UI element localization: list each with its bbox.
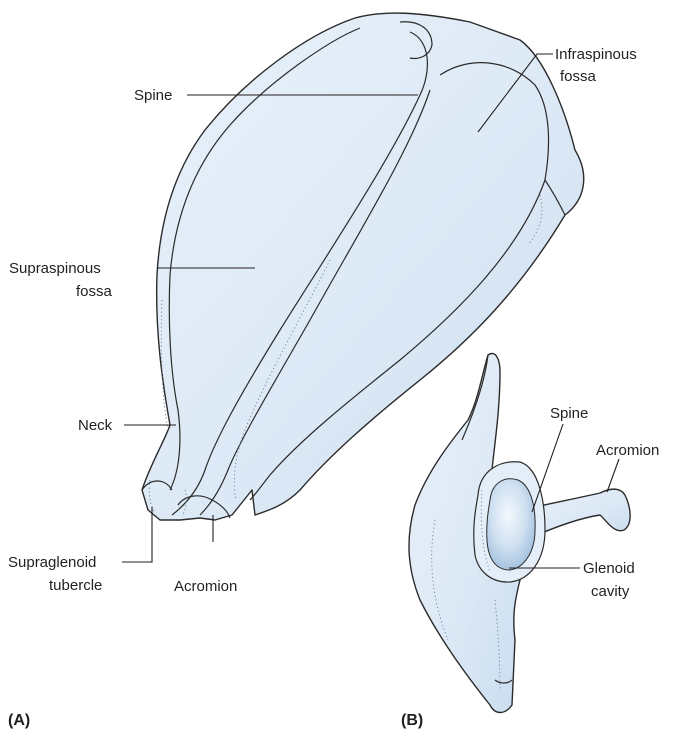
label-supraspinous-line2: fossa <box>76 283 113 300</box>
scapula-a-body <box>142 13 584 520</box>
label-spine-a: Spine <box>134 87 172 104</box>
panel-label-b: (B) <box>401 712 423 729</box>
panel-label-a: (A) <box>8 712 30 729</box>
label-glenoid-line1: Glenoid <box>583 560 635 577</box>
label-supraglenoid-line2: tubercle <box>49 577 102 594</box>
label-glenoid-line2: cavity <box>591 583 630 600</box>
label-neck: Neck <box>78 417 113 434</box>
leader-spine-b <box>532 424 563 512</box>
leader-supraglenoid <box>122 507 152 562</box>
leader-acromion-b <box>607 459 619 492</box>
label-supraspinous-line1: Supraspinous <box>9 260 101 277</box>
scapula-view-b <box>409 354 630 713</box>
scapula-view-a <box>142 13 584 520</box>
label-acromion-a: Acromion <box>174 578 237 595</box>
label-infraspinous-line1: Infraspinous <box>555 46 637 63</box>
label-supraglenoid-line1: Supraglenoid <box>8 554 96 571</box>
label-infraspinous-line2: fossa <box>560 68 597 85</box>
label-spine-b: Spine <box>550 405 588 422</box>
scapula-b-glenoid-cavity <box>487 479 535 570</box>
label-acromion-b: Acromion <box>596 442 659 459</box>
